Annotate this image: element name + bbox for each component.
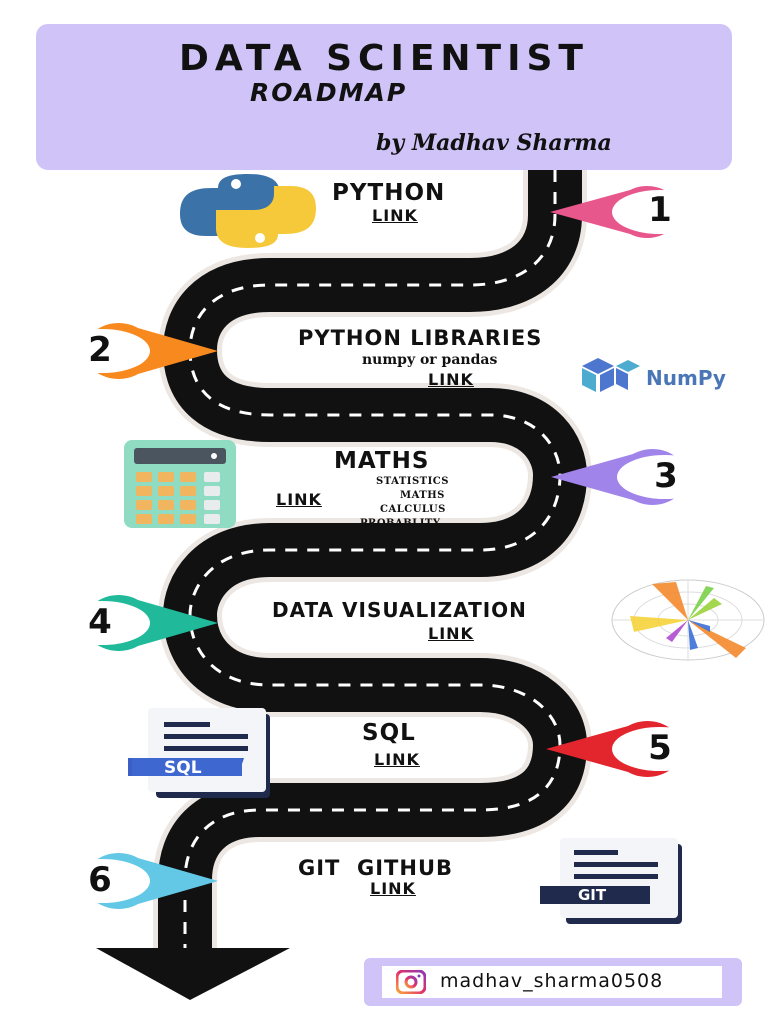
- step-3-topic-statistics: STATISTICS: [376, 476, 449, 487]
- step-6-link[interactable]: LINK: [370, 879, 416, 898]
- instagram-icon: [396, 970, 426, 994]
- git-file-text: GIT: [578, 886, 607, 904]
- page-title: DATA SCIENTIST: [178, 38, 589, 79]
- numpy-logo-icon: [582, 358, 640, 392]
- step-1-number: 1: [648, 190, 672, 230]
- step-3-topic-probablity: PROBABLITY: [360, 518, 441, 529]
- step-1-pin: [550, 186, 708, 238]
- page-subtitle: ROADMAP: [250, 78, 408, 107]
- step-6-pin: [54, 853, 219, 909]
- git-file-icon: [540, 838, 682, 924]
- step-2-link[interactable]: LINK: [428, 370, 474, 389]
- header-banner: [36, 24, 732, 170]
- step-2-detail: numpy or pandas: [362, 352, 498, 368]
- step-2-title: PYTHON LIBRARIES: [298, 326, 543, 350]
- step-3-title: MATHS: [334, 448, 430, 474]
- step-2-number: 2: [88, 330, 112, 370]
- step-1-link[interactable]: LINK: [372, 206, 418, 225]
- calculator-icon: [124, 440, 236, 528]
- step-2-pin: [54, 323, 219, 379]
- step-3-pin: [551, 449, 713, 505]
- polar-chart-icon: [611, 579, 765, 661]
- step-4-link[interactable]: LINK: [428, 624, 474, 643]
- road-arrow-icon: [96, 948, 290, 1000]
- step-3-number: 3: [654, 456, 678, 496]
- step-6-title: GIT GITHUB: [298, 856, 454, 880]
- step-4-number: 4: [88, 602, 112, 642]
- step-5-title: SQL: [362, 720, 416, 746]
- step-1-title: PYTHON: [332, 180, 446, 206]
- step-5-number: 5: [648, 728, 672, 768]
- step-3-topic-calculus: CALCULUS: [380, 504, 446, 515]
- author-byline: by Madhav Sharma: [376, 130, 612, 156]
- python-logo-icon: [180, 174, 316, 248]
- step-4-pin: [54, 595, 219, 651]
- instagram-handle[interactable]: madhav_sharma0508: [440, 970, 664, 992]
- sql-file-text: SQL: [164, 758, 202, 778]
- step-5-pin: [546, 721, 708, 777]
- step-3-topic-maths: MATHS: [400, 490, 445, 501]
- numpy-logo-text: NumPy: [646, 366, 726, 390]
- footer-handle-box[interactable]: [382, 966, 722, 998]
- step-3-link[interactable]: LINK: [276, 490, 322, 509]
- sql-file-icon: [128, 708, 270, 798]
- step-5-link[interactable]: LINK: [374, 750, 420, 769]
- step-4-title: DATA VISUALIZATION: [272, 598, 527, 622]
- step-6-number: 6: [88, 860, 112, 900]
